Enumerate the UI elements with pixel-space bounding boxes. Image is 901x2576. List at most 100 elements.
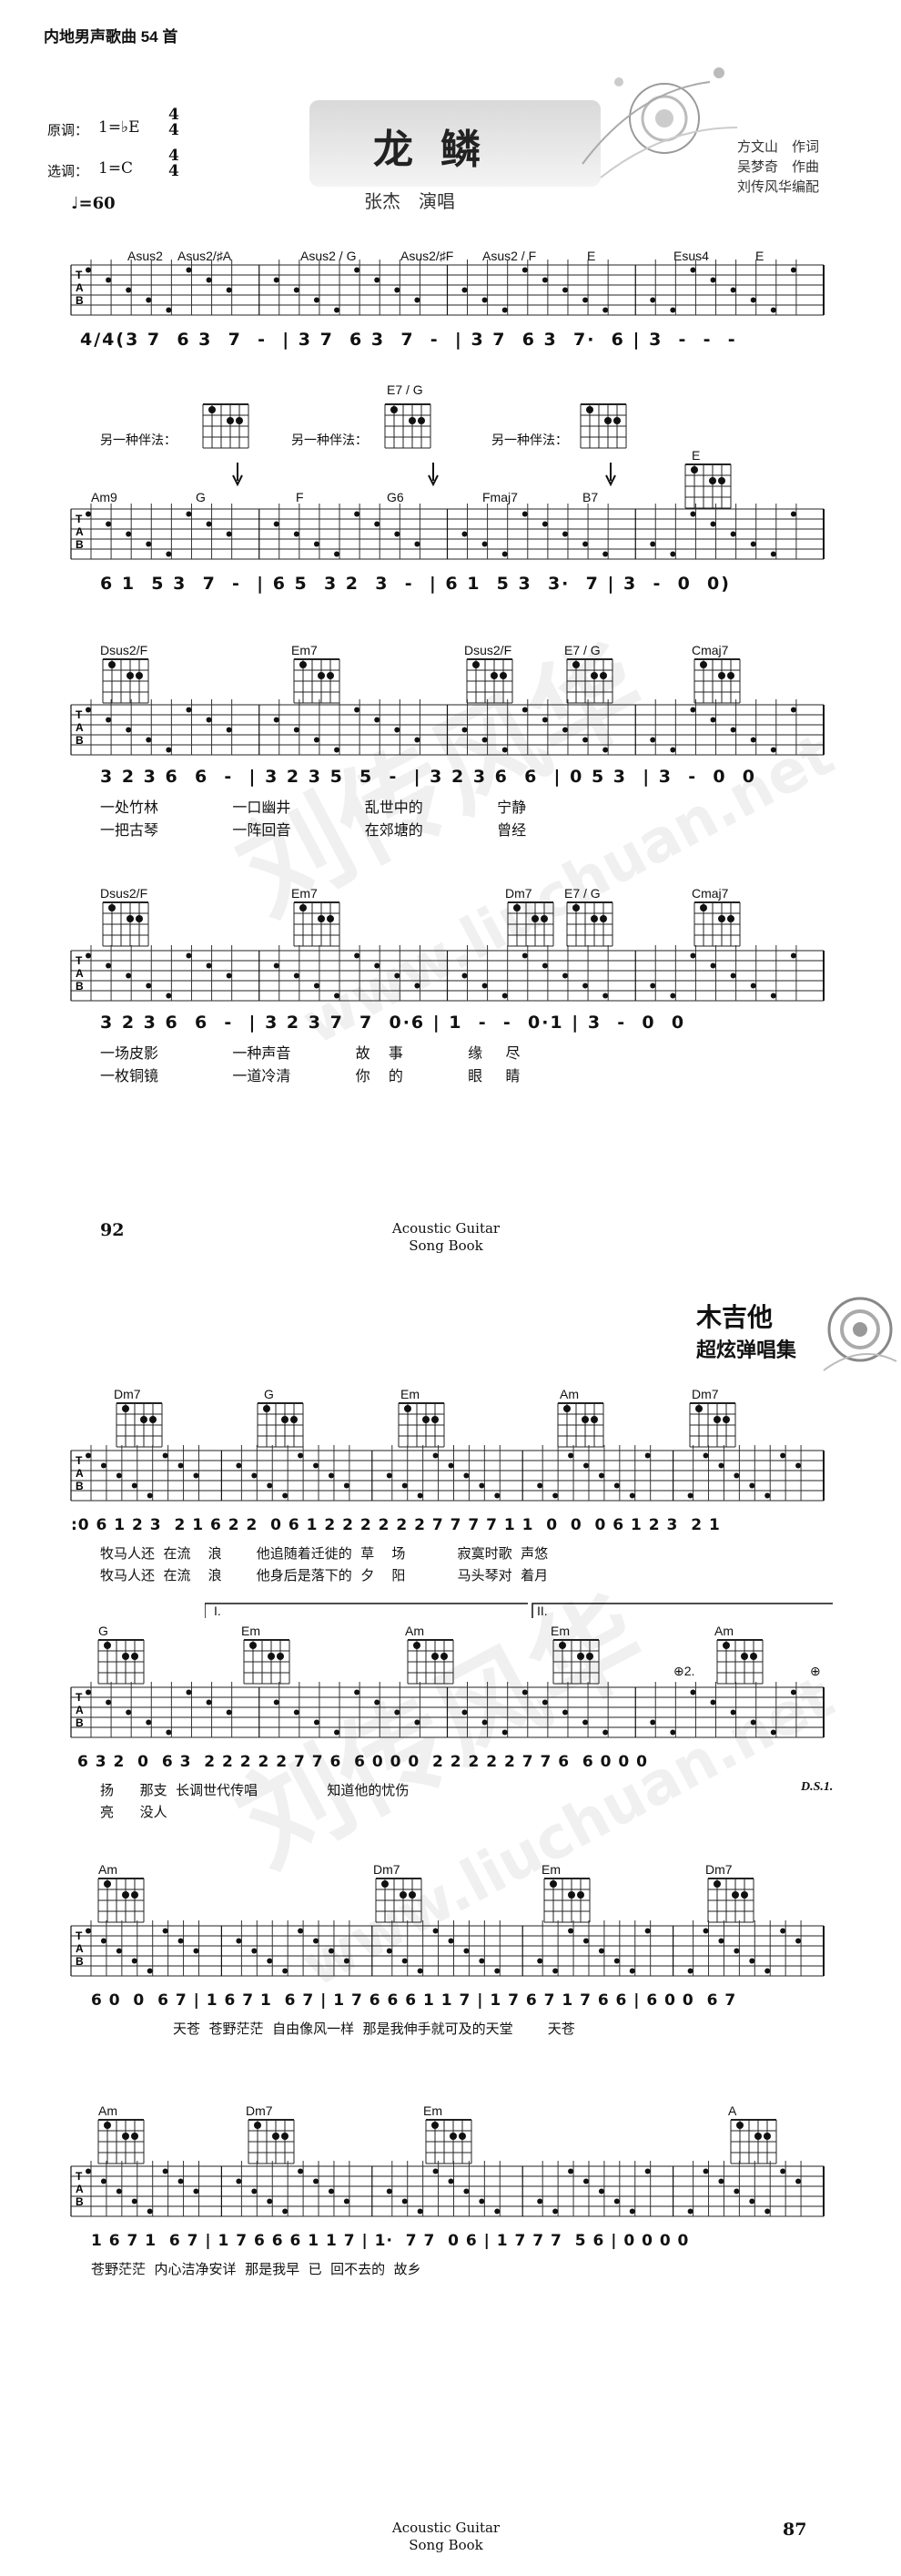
- footer-title: Acoustic Guitar: [391, 1220, 501, 1237]
- numbered-notation: 4/4(3 7 6 3 7 - | 3 7 6 3 7 - | 3 7 6 3 …: [80, 330, 737, 350]
- lyric-line: 一枚铜镜 一道冷清 你 的 眼 睛: [100, 1067, 521, 1084]
- time-signature-play: 4 4: [168, 148, 179, 179]
- svg-text:T: T: [76, 1929, 83, 1942]
- alt-pattern-label: 另一种伴法：: [291, 433, 368, 448]
- chord-diagram-icon: [707, 1878, 754, 1923]
- tab-staff: TAB: [70, 945, 825, 1002]
- chord-label: Em: [551, 1624, 570, 1638]
- arrow-down-icon: [605, 463, 616, 486]
- lyric-line: 苍野茫茫 内心洁净安详 那是我早 已 回不去的 故乡: [91, 2261, 421, 2277]
- chord-diagram-icon: [730, 2119, 777, 2164]
- chord-label: E7 / G: [387, 382, 423, 397]
- flourish-ornament-icon: [582, 67, 738, 178]
- chord-diagram-icon: [97, 1878, 145, 1923]
- page-92: 内地男声歌曲 54 首 原调： 1=♭E 4 4 选调： 1=C 4 4 ♩=6…: [44, 28, 845, 1255]
- svg-text:A: A: [76, 967, 84, 980]
- arranger-credit: 刘传风华编配: [737, 178, 820, 195]
- footer-subtitle: Song Book: [409, 1237, 483, 1254]
- chord-diagram-icon: [580, 403, 627, 449]
- tab-staff: TAB: [70, 260, 825, 316]
- chord-label: Em7: [291, 886, 318, 901]
- logo-sub-text: 超炫弹唱集: [696, 1339, 797, 1362]
- chord-diagram-icon: [102, 901, 149, 947]
- chord-label: Asus2/♯F: [400, 249, 454, 263]
- chord-label: Dsus2/F: [464, 643, 512, 657]
- chord-label: Dm7: [505, 886, 532, 901]
- logo-main-text: 木吉他: [696, 1302, 774, 1332]
- chord-label: Am: [98, 2103, 117, 2118]
- chord-label: Em: [400, 1387, 420, 1401]
- chord-label: Dsus2/F: [100, 886, 148, 901]
- arrow-down-icon: [232, 463, 243, 486]
- svg-text:B: B: [76, 734, 84, 747]
- tab-staff: TAB: [70, 1682, 825, 1738]
- lyric-line: 亮 没人: [100, 1804, 167, 1820]
- chord-label: A: [728, 2103, 737, 2118]
- numbered-notation: 1 6 7 1 6 7 | 1 7 6 6 6 1 1 7 | 1· 7 7 0…: [91, 2232, 690, 2250]
- chord-label: Am9: [91, 490, 117, 504]
- svg-text:B: B: [76, 1716, 84, 1729]
- chord-diagram-icon: [243, 1639, 290, 1685]
- footer-subtitle: Song Book: [409, 2537, 483, 2553]
- chord-diagram-icon: [102, 658, 149, 704]
- lyric-line: 天苍 苍野茫茫 自由像风一样 那是我伸手就可及的天堂 天苍: [173, 2021, 575, 2037]
- chord-label: G: [264, 1387, 274, 1401]
- chord-label: E: [692, 448, 701, 463]
- chord-diagram-icon: [507, 901, 554, 947]
- numbered-notation: 6 3 2 0 6 3 2 2 2 2 2 7 7 6 6 0 0 0 2 2 …: [77, 1753, 649, 1771]
- book-logo: 木吉他 超炫弹唱集: [696, 1298, 833, 1363]
- lyric-line: 牧马人还 在流 浪 他追随着迁徙的 草 场 寂寞时歌 声悠: [100, 1545, 549, 1562]
- page-number: 87: [783, 2520, 807, 2540]
- svg-text:A: A: [76, 1942, 84, 1955]
- svg-text:T: T: [76, 269, 83, 281]
- chord-label: Cmaj7: [692, 886, 729, 901]
- chord-diagram-icon: [716, 1639, 764, 1685]
- chord-label: Dm7: [705, 1862, 733, 1877]
- tab-staff: TAB: [70, 699, 825, 756]
- tab-staff: TAB: [70, 2161, 825, 2217]
- singer: 张杰 演唱: [364, 190, 455, 212]
- lyric-line: 一处竹林 一口幽井 乱世中的 宁静: [100, 799, 527, 816]
- lyric-line: 一把古琴 一阵回音 在郊塘的 曾经: [100, 821, 527, 839]
- play-key: 1=C: [98, 159, 134, 178]
- chord-diagram-icon: [693, 658, 741, 704]
- numbered-notation: :0 6 1 2 3 2 1 6 2 2 0 6 1 2 2 2 2 2 2 7…: [71, 1516, 721, 1534]
- chord-label: Cmaj7: [692, 643, 729, 657]
- volta-2: II.: [537, 1604, 548, 1618]
- chord-label: Em: [241, 1624, 260, 1638]
- svg-text:B: B: [76, 1955, 84, 1968]
- chord-label: Am: [98, 1862, 117, 1877]
- lyricist-credit: 方文山 作词: [737, 138, 820, 155]
- chord-diagram-icon: [466, 658, 513, 704]
- chord-label: Em7: [291, 643, 318, 657]
- svg-text:T: T: [76, 2170, 83, 2183]
- chord-label: Em: [542, 1862, 561, 1877]
- flourish-ornament-icon: [823, 1297, 897, 1371]
- numbered-notation: 6 0 0 6 7 | 1 6 7 1 6 7 | 1 7 6 6 6 1 1 …: [91, 1991, 737, 2010]
- footer: Acoustic Guitar Song Book: [309, 1220, 582, 1255]
- chord-diagram-icon: [566, 658, 613, 704]
- chord-label: Em: [423, 2103, 442, 2118]
- chord-label: E: [587, 249, 596, 263]
- svg-text:B: B: [76, 294, 84, 307]
- tab-staff: TAB: [70, 504, 825, 560]
- chord-label: Am: [714, 1624, 734, 1638]
- chord-label: G: [98, 1624, 108, 1638]
- play-key-label: 选调：: [47, 163, 89, 179]
- numbered-notation: 3 2 3 6 6 - | 3 2 3 7 7 0·6 | 1 - - 0·1 …: [100, 1013, 686, 1033]
- song-title: 龙鳞: [373, 127, 508, 173]
- coda-mark: ⊕: [810, 1664, 821, 1678]
- chord-label: Dm7: [246, 2103, 273, 2118]
- svg-text:A: A: [76, 2183, 84, 2195]
- chord-diagram-icon: [552, 1639, 600, 1685]
- svg-text:A: A: [76, 1467, 84, 1480]
- chord-label: Asus2 / F: [482, 249, 537, 263]
- footer: Acoustic Guitar Song Book: [309, 2520, 582, 2554]
- chord-label: Dm7: [114, 1387, 141, 1401]
- chord-label: G: [196, 490, 206, 504]
- coda-mark: ⊕2.: [673, 1664, 695, 1678]
- chord-diagram-icon: [557, 1402, 604, 1448]
- svg-text:A: A: [76, 525, 84, 538]
- chord-diagram-icon: [384, 403, 431, 449]
- lyric-line: 扬 那支 长调世代传唱 知道他的忧伤: [100, 1782, 410, 1798]
